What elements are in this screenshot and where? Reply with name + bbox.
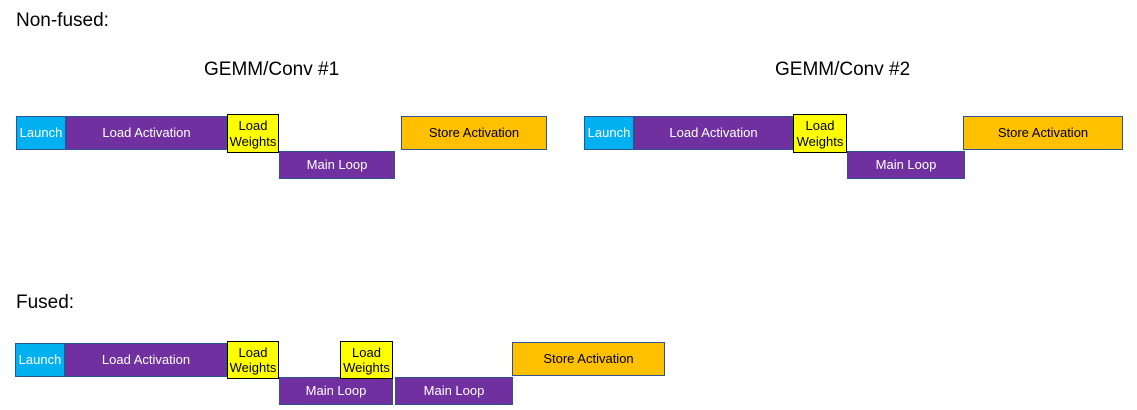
non-fused-gemm-conv-2-launch-box: Launch [584, 116, 634, 150]
fused-main-loop-box: Main Loop [279, 377, 393, 405]
non-fused-section-label: Non-fused: [16, 10, 109, 31]
fused-store-activation-box: Store Activation [512, 342, 665, 376]
non-fused-gemm-conv-1-launch-box: Launch [16, 116, 66, 150]
fused-launch-box: Launch [15, 343, 65, 377]
non-fused-gemm-conv-2-main-loop-box: Main Loop [847, 151, 965, 179]
non-fused-gemm-conv-1-main-loop-box: Main Loop [279, 151, 395, 179]
fused-main-loop-box-2: Main Loop [395, 377, 513, 405]
fused-section-label: Fused: [16, 292, 75, 313]
gemm-conv-2-title: GEMM/Conv #2 [775, 59, 911, 80]
fused-load-weights-box-2: Load Weights [340, 341, 393, 379]
fused-load-weights-box: Load Weights [227, 341, 279, 379]
non-fused-gemm-conv-1-load-weights-box: Load Weights [227, 114, 279, 153]
non-fused-gemm-conv-1-store-activation-box: Store Activation [401, 116, 547, 150]
non-fused-gemm-conv-2-load-weights-box: Load Weights [793, 114, 847, 153]
non-fused-gemm-conv-1-load-activation-box: Load Activation [66, 116, 227, 150]
non-fused-gemm-conv-2-store-activation-box: Store Activation [963, 116, 1123, 150]
non-fused-gemm-conv-2-load-activation-box: Load Activation [634, 116, 793, 150]
fused-load-activation-box: Load Activation [65, 343, 227, 377]
gemm-conv-1-title: GEMM/Conv #1 [204, 59, 340, 80]
